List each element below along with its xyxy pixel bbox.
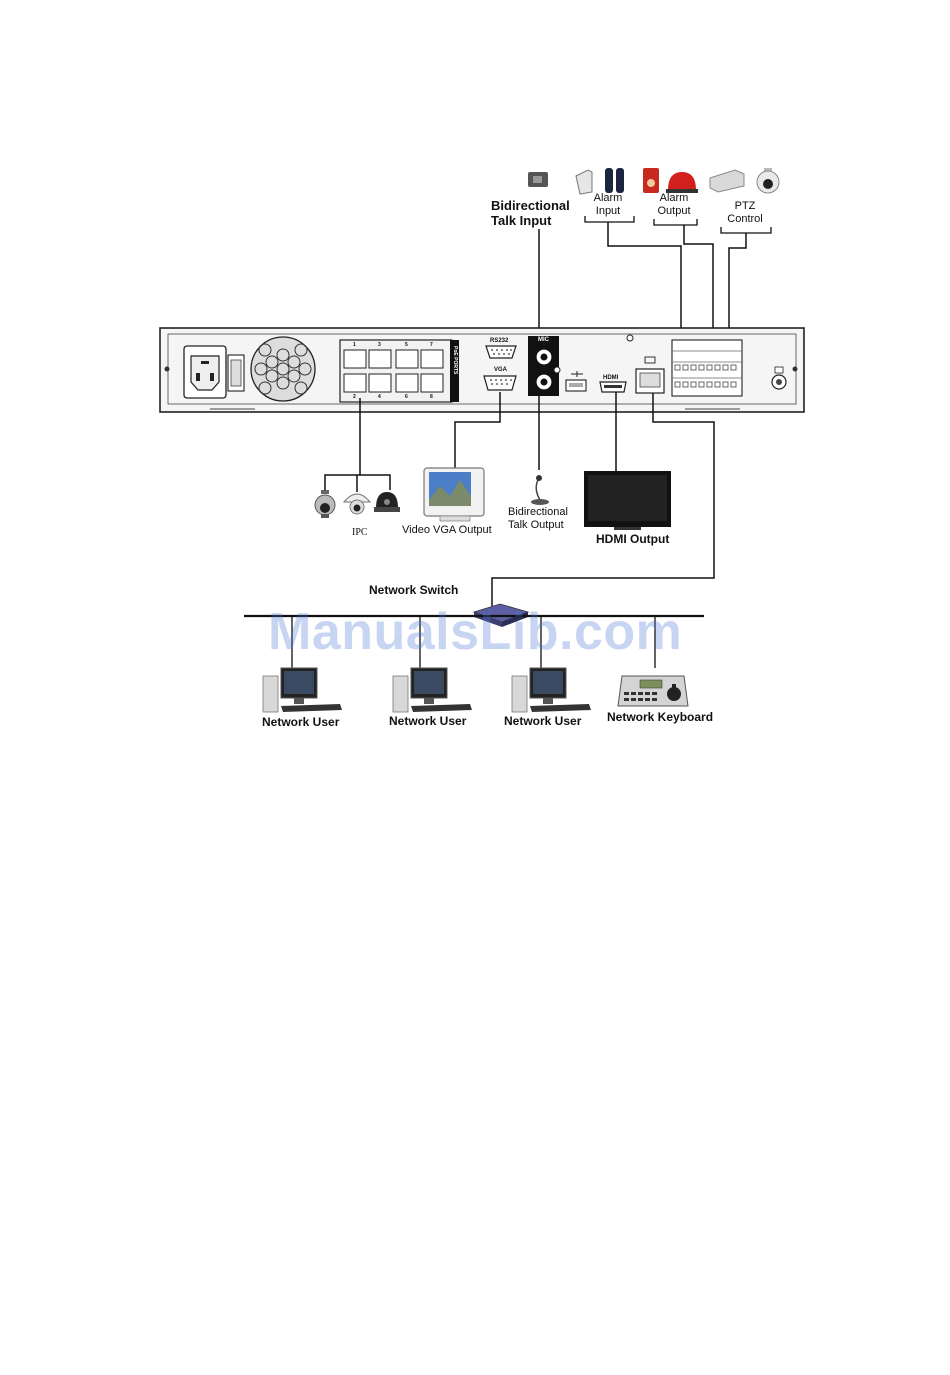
poe-ports-block [340, 340, 459, 402]
ptz-device-icon [710, 168, 779, 193]
poe-number: 2 [353, 394, 356, 400]
ptz-control-label: PTZ Control [722, 200, 768, 225]
talk-input-device-icon [528, 172, 548, 187]
poe-number: 8 [430, 394, 433, 400]
poe-number: 6 [405, 394, 408, 400]
network-user-label: Network User [262, 716, 339, 730]
mic-port-label: MIC [538, 337, 549, 343]
poe-number: 4 [378, 394, 381, 400]
network-user-pc-icon [263, 668, 342, 712]
hdmi-port-label: HDMI [603, 375, 618, 381]
watermark: ManualsLib.com [268, 602, 682, 662]
hdmi-tv-icon [584, 471, 671, 530]
ipc-cameras-icon [315, 490, 400, 518]
poe-number: 7 [430, 342, 433, 348]
network-user-pc-icon [393, 668, 472, 712]
network-keyboard-icon [618, 676, 688, 706]
network-keyboard-label: Network Keyboard [607, 711, 713, 725]
network-switch-label: Network Switch [369, 584, 458, 598]
bidirectional-talk-output-label: Bidirectional Talk Output [508, 506, 568, 531]
alarm-output-device-icon [643, 168, 698, 193]
hdmi-port-icon [600, 382, 626, 392]
video-vga-output-label: Video VGA Output [402, 524, 492, 537]
network-user-pc-icon [512, 668, 591, 712]
alarm-terminal-block [672, 340, 742, 396]
poe-ports-label: PoE PORTS [452, 346, 458, 374]
network-user-label: Network User [389, 715, 466, 729]
fan-icon [251, 337, 315, 401]
rs232-port-label: RS232 [490, 338, 508, 344]
mic-audio-block [528, 336, 559, 396]
poe-number: 5 [405, 342, 408, 348]
talk-output-mic-icon [531, 475, 549, 505]
network-user-label: Network User [504, 715, 581, 729]
poe-number: 3 [378, 342, 381, 348]
ipc-label: IPC [352, 527, 368, 539]
poe-number: 1 [353, 342, 356, 348]
bidirectional-talk-input-label: Bidirectional Talk Input [491, 199, 570, 229]
alarm-input-device-icon [576, 168, 624, 194]
vga-monitor-icon [424, 468, 484, 521]
vga-port-label: VGA [494, 367, 507, 373]
alarm-input-label: Alarm Input [590, 192, 626, 217]
hdmi-output-label: HDMI Output [596, 533, 669, 547]
alarm-output-label: Alarm Output [652, 192, 696, 217]
